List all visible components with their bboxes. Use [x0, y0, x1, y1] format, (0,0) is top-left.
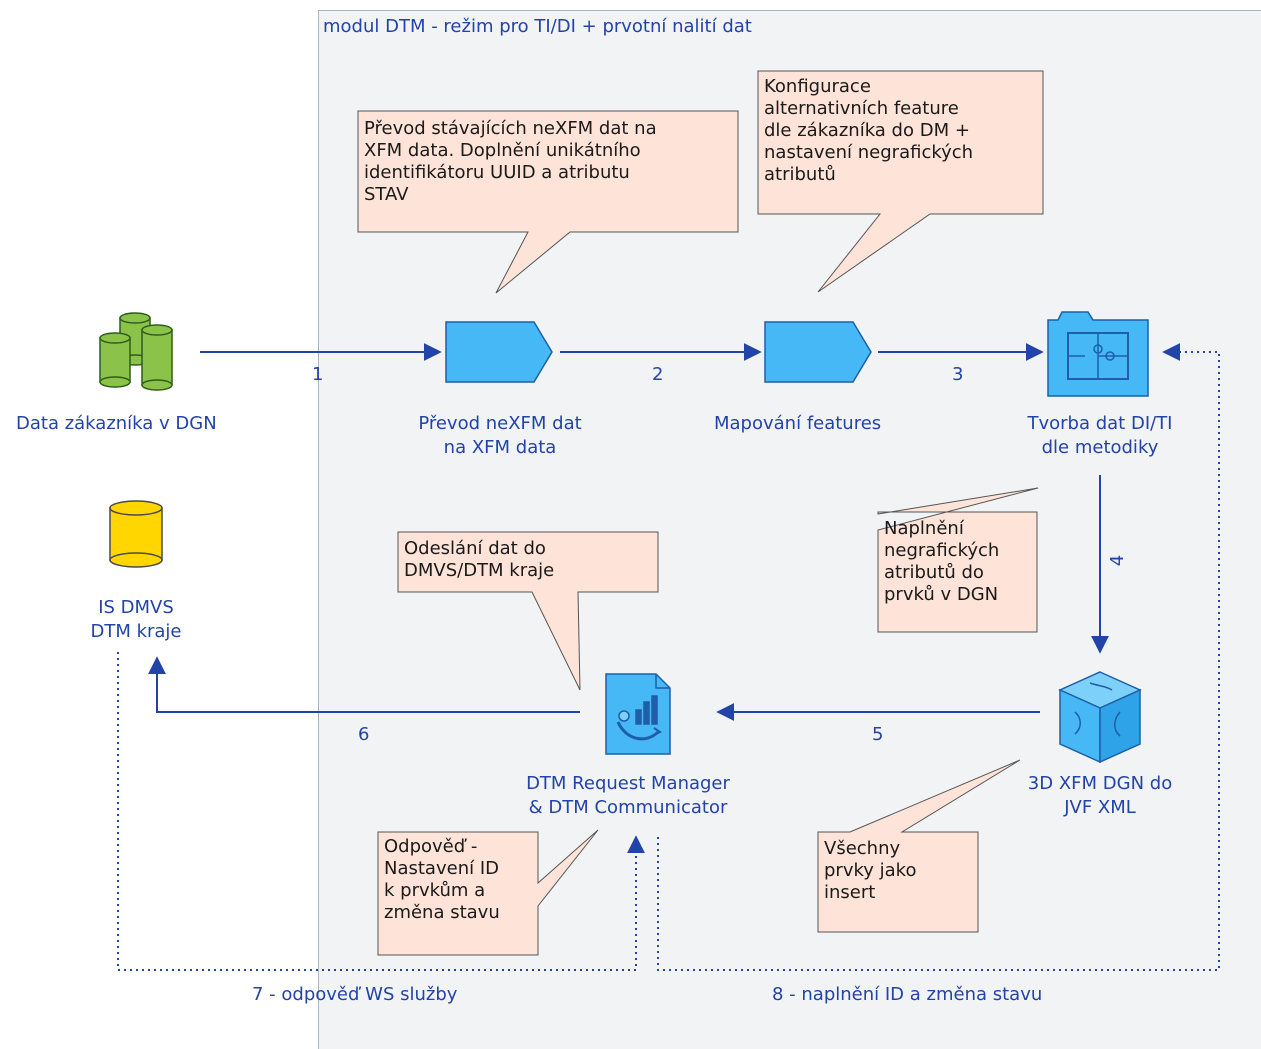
node-xfm-line1: 3D XFM DGN do	[1027, 773, 1173, 794]
callout-prevod	[357, 110, 739, 294]
callout-line: Všechny	[824, 838, 901, 859]
edge-label-4: 4	[1107, 554, 1129, 567]
callout-line: prvky jako	[824, 860, 917, 881]
node-prevod-label: Převod neXFM dat na XFM data	[380, 412, 620, 460]
callout-line: atributů	[764, 164, 836, 185]
node-is-dmvs-line1: IS DMVS	[98, 597, 174, 618]
edge-label-6: 6	[358, 724, 370, 745]
callout-line: negrafických	[884, 540, 1000, 561]
node-prevod-line1: Převod neXFM dat	[418, 413, 582, 434]
node-data-zakaznika: Data zákazníka v DGN	[16, 413, 217, 434]
node-is-dmvs-line2: DTM kraje	[90, 621, 182, 642]
callout-line: Odeslání dat do	[404, 538, 546, 559]
node-tvorba-line2: dle metodiky	[1041, 437, 1159, 458]
node-tvorba-label: Tvorba dat DI/TI dle metodiky	[990, 412, 1210, 460]
callout-odeslani-text: Odeslání dat do DMVS/DTM kraje	[404, 538, 554, 582]
edge-6	[148, 656, 580, 713]
edge-label-8: 8 - naplnění ID a změna stavu	[772, 984, 1043, 1005]
node-is-dmvs-label: IS DMVS DTM kraje	[66, 596, 206, 644]
edge-label-3: 3	[952, 364, 964, 385]
node-dtm-rm-line1: DTM Request Manager	[526, 773, 730, 794]
database-stack-icon	[99, 312, 173, 391]
document-chart-icon	[605, 673, 671, 755]
callout-line: Převod stávajících neXFM dat na	[364, 118, 657, 139]
callout-odeslani	[397, 531, 659, 691]
node-mapovani: Mapování features	[714, 413, 882, 434]
callout-line: insert	[824, 882, 876, 903]
callout-vsechny-text: Všechny prvky jako insert	[824, 838, 916, 904]
edge-label-5: 5	[872, 724, 884, 745]
callout-odpoved-text: Odpověď - Nastavení ID k prvkům a změna …	[384, 836, 500, 924]
database-icon	[109, 500, 163, 568]
node-xfm-label: 3D XFM DGN do JVF XML	[1000, 772, 1200, 820]
callout-line: dle zákazníka do DM +	[764, 120, 970, 141]
node-prevod-line2: na XFM data	[443, 437, 557, 458]
process-pentagon-icon	[445, 321, 553, 383]
edge-label-1: 1	[312, 364, 324, 385]
edge-label-2: 2	[652, 364, 664, 385]
callout-line: STAV	[364, 184, 409, 205]
node-xfm-line2: JVF XML	[1064, 797, 1136, 818]
callout-line: nastavení negrafických	[764, 142, 974, 163]
process-pentagon-icon	[764, 321, 872, 383]
edge-7	[117, 652, 645, 971]
callout-line: Odpověď -	[384, 836, 478, 857]
callout-line: identifikátoru UUID a atributu	[364, 162, 630, 183]
callout-line: DMVS/DTM kraje	[404, 560, 555, 581]
callout-line: alternativních feature	[764, 98, 959, 119]
puzzle-folder-icon	[1047, 311, 1149, 397]
node-dtm-rm-line2: & DTM Communicator	[528, 797, 728, 818]
callout-prevod-text: Převod stávajících neXFM dat na XFM data…	[364, 118, 657, 206]
node-tvorba-line1: Tvorba dat DI/TI	[1027, 413, 1173, 434]
callout-line: atributů do	[884, 562, 984, 583]
puzzle-cube-icon	[1058, 671, 1142, 764]
node-dtm-rm-label: DTM Request Manager & DTM Communicator	[488, 772, 768, 820]
callout-line: Nastavení ID	[384, 858, 499, 879]
callout-konfigurace	[757, 70, 1044, 293]
callout-line: prvků v DGN	[884, 584, 999, 605]
frame-title: modul DTM - režim pro TI/DI + prvotní na…	[323, 16, 752, 37]
callout-line: změna stavu	[384, 902, 500, 923]
callout-konfigurace-text: Konfigurace alternativních feature dle z…	[764, 76, 973, 186]
callout-line: Naplnění	[884, 518, 964, 539]
callout-odpoved	[377, 829, 599, 956]
callout-vsechny	[817, 759, 1021, 933]
callout-line: Konfigurace	[764, 76, 871, 97]
edge-label-7: 7 - odpověď WS služby	[252, 984, 458, 1005]
callout-line: XFM data. Doplnění unikátního	[364, 140, 641, 161]
callout-line: k prvkům a	[384, 880, 486, 901]
callout-naplneni-text: Naplnění negrafických atributů do prvků …	[884, 518, 999, 606]
callout-naplneni	[877, 487, 1039, 633]
